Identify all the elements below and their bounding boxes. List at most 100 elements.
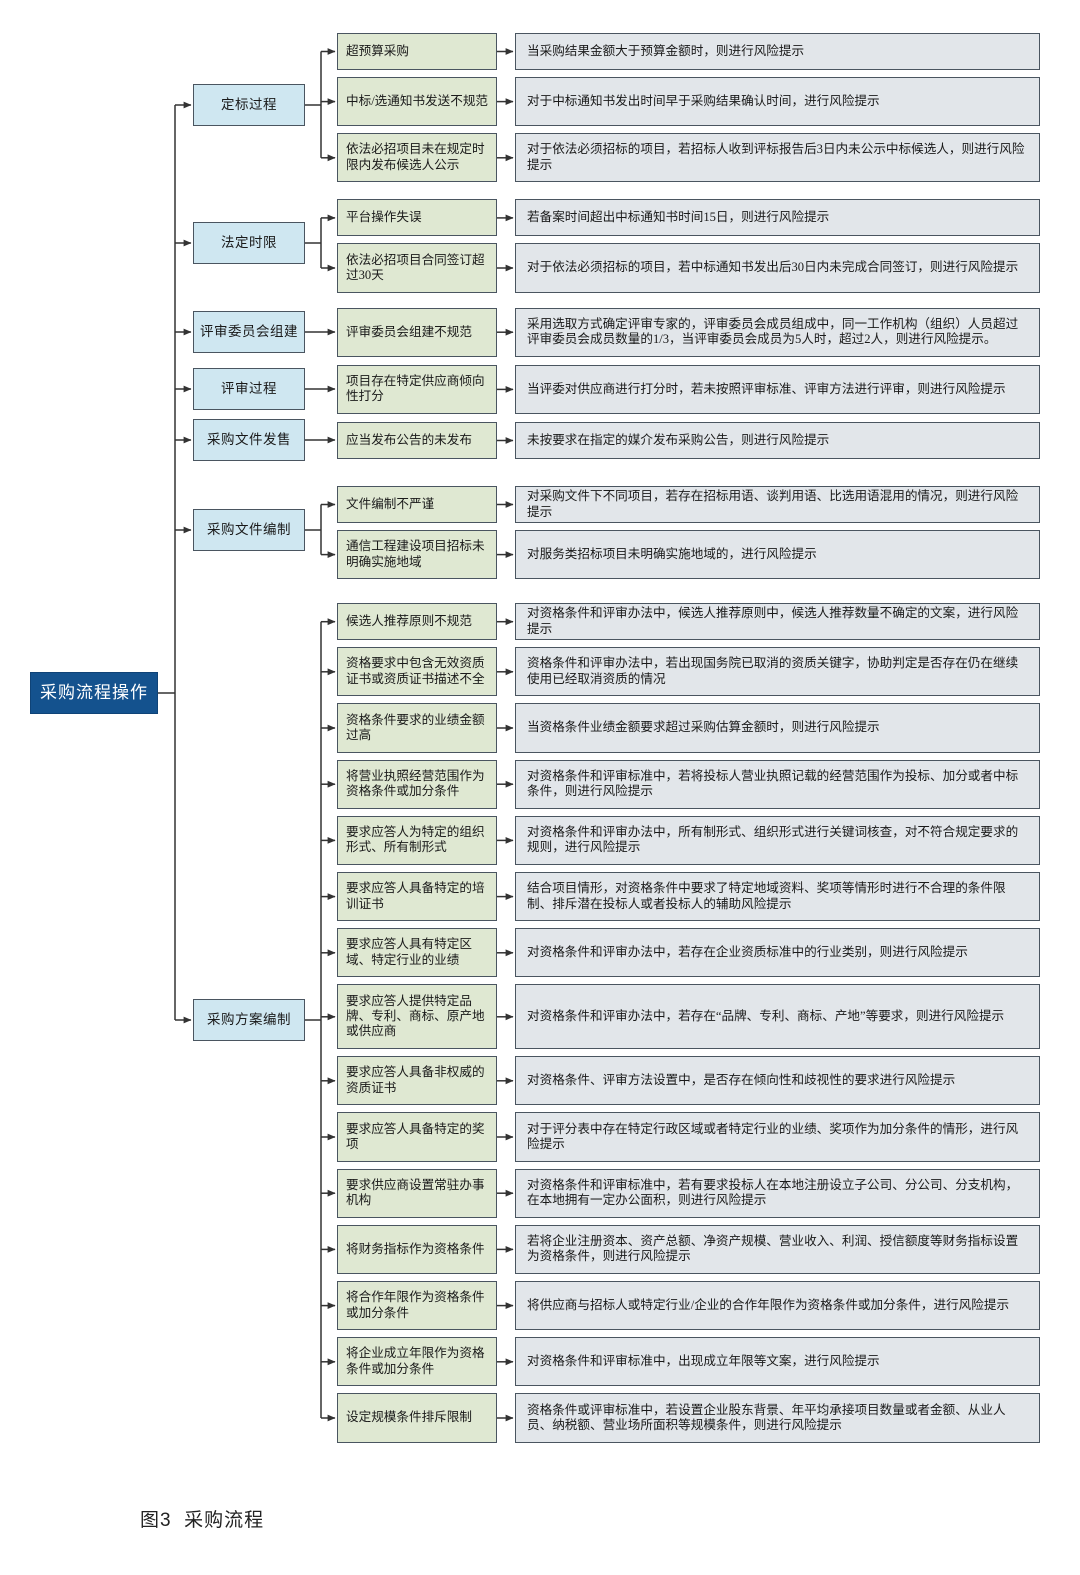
risk-label: 要求供应商设置常驻办事机构: [346, 1177, 485, 1208]
description-label: 采用选取方式确定评审专家的，评审委员会成员组成中，同一工作机构（组织）人员超过评…: [527, 316, 1019, 347]
description-label: 对资格条件和评审标准中，若有要求投标人在本地注册设立子公司、分公司、分支机构，在…: [527, 1177, 1019, 1208]
risk-node[interactable]: 候选人推荐原则不规范: [337, 603, 497, 641]
root-label: 采购流程操作: [40, 682, 148, 702]
risk-node[interactable]: 要求应答人具备特定的培训证书: [337, 872, 497, 922]
description-node[interactable]: 将供应商与招标人或特定行业/企业的合作年限作为资格条件或加分条件，进行风险提示: [515, 1281, 1040, 1331]
description-node[interactable]: 对资格条件和评审标准中，若将投标人营业执照记载的经营范围作为投标、加分或者中标条…: [515, 759, 1040, 809]
risk-node[interactable]: 通信工程建设项目招标未明确实施地域: [337, 530, 497, 580]
risk-label: 资格要求中包含无效资质证书或资质证书描述不全: [346, 656, 485, 686]
description-node[interactable]: 对资格条件和评审标准中，出现成立年限等文案，进行风险提示: [515, 1337, 1040, 1387]
description-node[interactable]: 对于评分表中存在特定行政区域或者特定行业的业绩、奖项作为加分条件的情形，进行风险…: [515, 1112, 1040, 1162]
description-label: 未按要求在指定的媒介发布采购公告，则进行风险提示: [527, 432, 830, 447]
risk-label: 要求应答人具备特定的奖项: [346, 1121, 485, 1151]
description-node[interactable]: 若备案时间超出中标通知书时间15日，则进行风险提示: [515, 199, 1040, 237]
description-node[interactable]: 当采购结果金额大于预算金额时，则进行风险提示: [515, 33, 1040, 70]
risk-node[interactable]: 将企业成立年限作为资格条件或加分条件: [337, 1337, 497, 1387]
description-node[interactable]: 对资格条件和评审标准中，若有要求投标人在本地注册设立子公司、分公司、分支机构，在…: [515, 1168, 1040, 1218]
description-node[interactable]: 对服务类招标项目未明确实施地域的，进行风险提示: [515, 530, 1040, 580]
risk-node[interactable]: 超预算采购: [337, 33, 497, 70]
description-label: 对资格条件和评审办法中，若存在“品牌、专利、商标、产地”等要求，则进行风险提示: [527, 1009, 1005, 1024]
category-node-c6[interactable]: 采购文件编制: [193, 509, 305, 551]
risk-label: 依法必招项目未在规定时限内发布候选人公示: [346, 142, 485, 172]
risk-label: 文件编制不严谨: [346, 496, 435, 511]
risk-node[interactable]: 资格条件要求的业绩金额过高: [337, 703, 497, 753]
risk-node[interactable]: 要求供应商设置常驻办事机构: [337, 1168, 497, 1218]
risk-node[interactable]: 资格要求中包含无效资质证书或资质证书描述不全: [337, 647, 497, 697]
description-node[interactable]: 对资格条件和评审办法中，候选人推荐原则中，候选人推荐数量不确定的文案，进行风险提…: [515, 603, 1040, 641]
risk-label: 通信工程建设项目招标未明确实施地域: [346, 539, 485, 569]
category-label: 定标过程: [221, 96, 277, 112]
description-node[interactable]: 当资格条件业绩金额要求超过采购估算金额时，则进行风险提示: [515, 703, 1040, 753]
category-label: 法定时限: [221, 234, 277, 250]
description-label: 若备案时间超出中标通知书时间15日，则进行风险提示: [527, 210, 830, 225]
description-node[interactable]: 未按要求在指定的媒介发布采购公告，则进行风险提示: [515, 422, 1040, 459]
description-label: 对资格条件、评审方法设置中，是否存在倾向性和歧视性的要求进行风险提示: [527, 1073, 956, 1088]
description-label: 对于依法必须招标的项目，若中标通知书发出后30日内未完成合同签订，则进行风险提示: [527, 260, 1019, 275]
category-label: 评审委员会组建: [200, 323, 298, 339]
description-label: 对资格条件和评审标准中，出现成立年限等文案，进行风险提示: [527, 1354, 880, 1369]
description-label: 将供应商与招标人或特定行业/企业的合作年限作为资格条件或加分条件，进行风险提示: [527, 1297, 1010, 1312]
description-label: 对采购文件下不同项目，若存在招标用语、谈判用语、比选用语混用的情况，则进行风险提…: [527, 489, 1019, 519]
risk-label: 依法必招项目合同签订超过30天: [346, 252, 485, 282]
category-node-c1[interactable]: 定标过程: [193, 84, 305, 126]
risk-node[interactable]: 评审委员会组建不规范: [337, 307, 497, 357]
risk-label: 将营业执照经营范围作为资格条件或加分条件: [346, 768, 485, 799]
description-node[interactable]: 对于中标通知书发出时间早于采购结果确认时间，进行风险提示: [515, 77, 1040, 127]
description-node[interactable]: 对资格条件和评审办法中，若存在企业资质标准中的行业类别，则进行风险提示: [515, 928, 1040, 978]
risk-node[interactable]: 依法必招项目未在规定时限内发布候选人公示: [337, 133, 497, 183]
description-node[interactable]: 对于依法必须招标的项目，若招标人收到评标报告后3日内未公示中标候选人，则进行风险…: [515, 133, 1040, 183]
description-node[interactable]: 对资格条件、评审方法设置中，是否存在倾向性和歧视性的要求进行风险提示: [515, 1056, 1040, 1106]
description-label: 对于中标通知书发出时间早于采购结果确认时间，进行风险提示: [527, 93, 880, 108]
description-label: 对资格条件和评审办法中，所有制形式、组织形式进行关键词核查，对不符合规定要求的规…: [527, 825, 1019, 855]
description-node[interactable]: 采用选取方式确定评审专家的，评审委员会成员组成中，同一工作机构（组织）人员超过评…: [515, 307, 1040, 357]
description-node[interactable]: 对资格条件和评审办法中，若存在“品牌、专利、商标、产地”等要求，则进行风险提示: [515, 984, 1040, 1050]
risk-label: 评审委员会组建不规范: [346, 324, 472, 339]
risk-node[interactable]: 依法必招项目合同签订超过30天: [337, 243, 497, 293]
description-node[interactable]: 资格条件或评审标准中，若设置企业股东背景、年平均承接项目数量或者金额、从业人员、…: [515, 1393, 1040, 1443]
risk-node[interactable]: 将营业执照经营范围作为资格条件或加分条件: [337, 759, 497, 809]
description-label: 对于评分表中存在特定行政区域或者特定行业的业绩、奖项作为加分条件的情形，进行风险…: [527, 1121, 1019, 1151]
description-node[interactable]: 对资格条件和评审办法中，所有制形式、组织形式进行关键词核查，对不符合规定要求的规…: [515, 815, 1040, 865]
figure-caption: 图3 采购流程: [140, 1510, 265, 1531]
risk-node[interactable]: 将合作年限作为资格条件或加分条件: [337, 1281, 497, 1331]
category-node-c3[interactable]: 评审委员会组建: [193, 311, 305, 353]
description-node[interactable]: 结合项目情形，对资格条件中要求了特定地域资料、奖项等情形时进行不合理的条件限制、…: [515, 872, 1040, 922]
risk-node[interactable]: 要求应答人具备特定的奖项: [337, 1112, 497, 1162]
risk-label: 将企业成立年限作为资格条件或加分条件: [346, 1346, 485, 1376]
risk-label: 将财务指标作为资格条件: [346, 1241, 485, 1256]
description-label: 当资格条件业绩金额要求超过采购估算金额时，则进行风险提示: [527, 720, 880, 735]
risk-node[interactable]: 文件编制不严谨: [337, 486, 497, 523]
risk-label: 设定规模条件排斥限制: [346, 1410, 472, 1425]
description-node[interactable]: 当评委对供应商进行打分时，若未按照评审标准、评审方法进行评审，则进行风险提示: [515, 364, 1040, 414]
risk-label: 项目存在特定供应商倾向性打分: [346, 374, 485, 404]
category-label: 采购文件编制: [207, 521, 291, 537]
risk-node[interactable]: 要求应答人具备非权威的资质证书: [337, 1056, 497, 1106]
risk-node[interactable]: 项目存在特定供应商倾向性打分: [337, 364, 497, 414]
description-node[interactable]: 资格条件和评审办法中，若出现国务院已取消的资质关键字，协助判定是否存在仍在继续使…: [515, 647, 1040, 697]
category-label: 评审过程: [221, 380, 277, 396]
risk-node[interactable]: 平台操作失误: [337, 199, 497, 237]
root-node[interactable]: 采购流程操作: [30, 672, 158, 714]
risk-node[interactable]: 要求应答人具有特定区域、特定行业的业绩: [337, 928, 497, 978]
description-node[interactable]: 对采购文件下不同项目，若存在招标用语、谈判用语、比选用语混用的情况，则进行风险提…: [515, 486, 1040, 523]
risk-node[interactable]: 要求应答人提供特定品牌、专利、商标、原产地或供应商: [337, 984, 497, 1050]
risk-node[interactable]: 应当发布公告的未发布: [337, 422, 497, 459]
description-node[interactable]: 对于依法必须招标的项目，若中标通知书发出后30日内未完成合同签订，则进行风险提示: [515, 243, 1040, 293]
risk-label: 应当发布公告的未发布: [346, 432, 472, 447]
risk-label: 平台操作失误: [346, 210, 422, 225]
description-label: 资格条件和评审办法中，若出现国务院已取消的资质关键字，协助判定是否存在仍在继续使…: [527, 656, 1019, 686]
description-node[interactable]: 若将企业注册资本、资产总额、净资产规模、营业收入、利润、授信额度等财务指标设置为…: [515, 1224, 1040, 1274]
risk-node[interactable]: 中标/选通知书发送不规范: [337, 77, 497, 127]
category-label: 采购方案编制: [207, 1011, 291, 1027]
risk-node[interactable]: 要求应答人为特定的组织形式、所有制形式: [337, 815, 497, 865]
risk-node[interactable]: 将财务指标作为资格条件: [337, 1224, 497, 1274]
category-node-c7[interactable]: 采购方案编制: [193, 999, 305, 1041]
category-node-c2[interactable]: 法定时限: [193, 222, 305, 264]
description-label: 当评委对供应商进行打分时，若未按照评审标准、评审方法进行评审，则进行风险提示: [527, 381, 1006, 396]
category-node-c5[interactable]: 采购文件发售: [193, 419, 305, 461]
category-node-c4[interactable]: 评审过程: [193, 368, 305, 410]
risk-label: 要求应答人具备特定的培训证书: [346, 881, 485, 911]
risk-label: 要求应答人具备非权威的资质证书: [346, 1065, 485, 1095]
risk-node[interactable]: 设定规模条件排斥限制: [337, 1393, 497, 1443]
